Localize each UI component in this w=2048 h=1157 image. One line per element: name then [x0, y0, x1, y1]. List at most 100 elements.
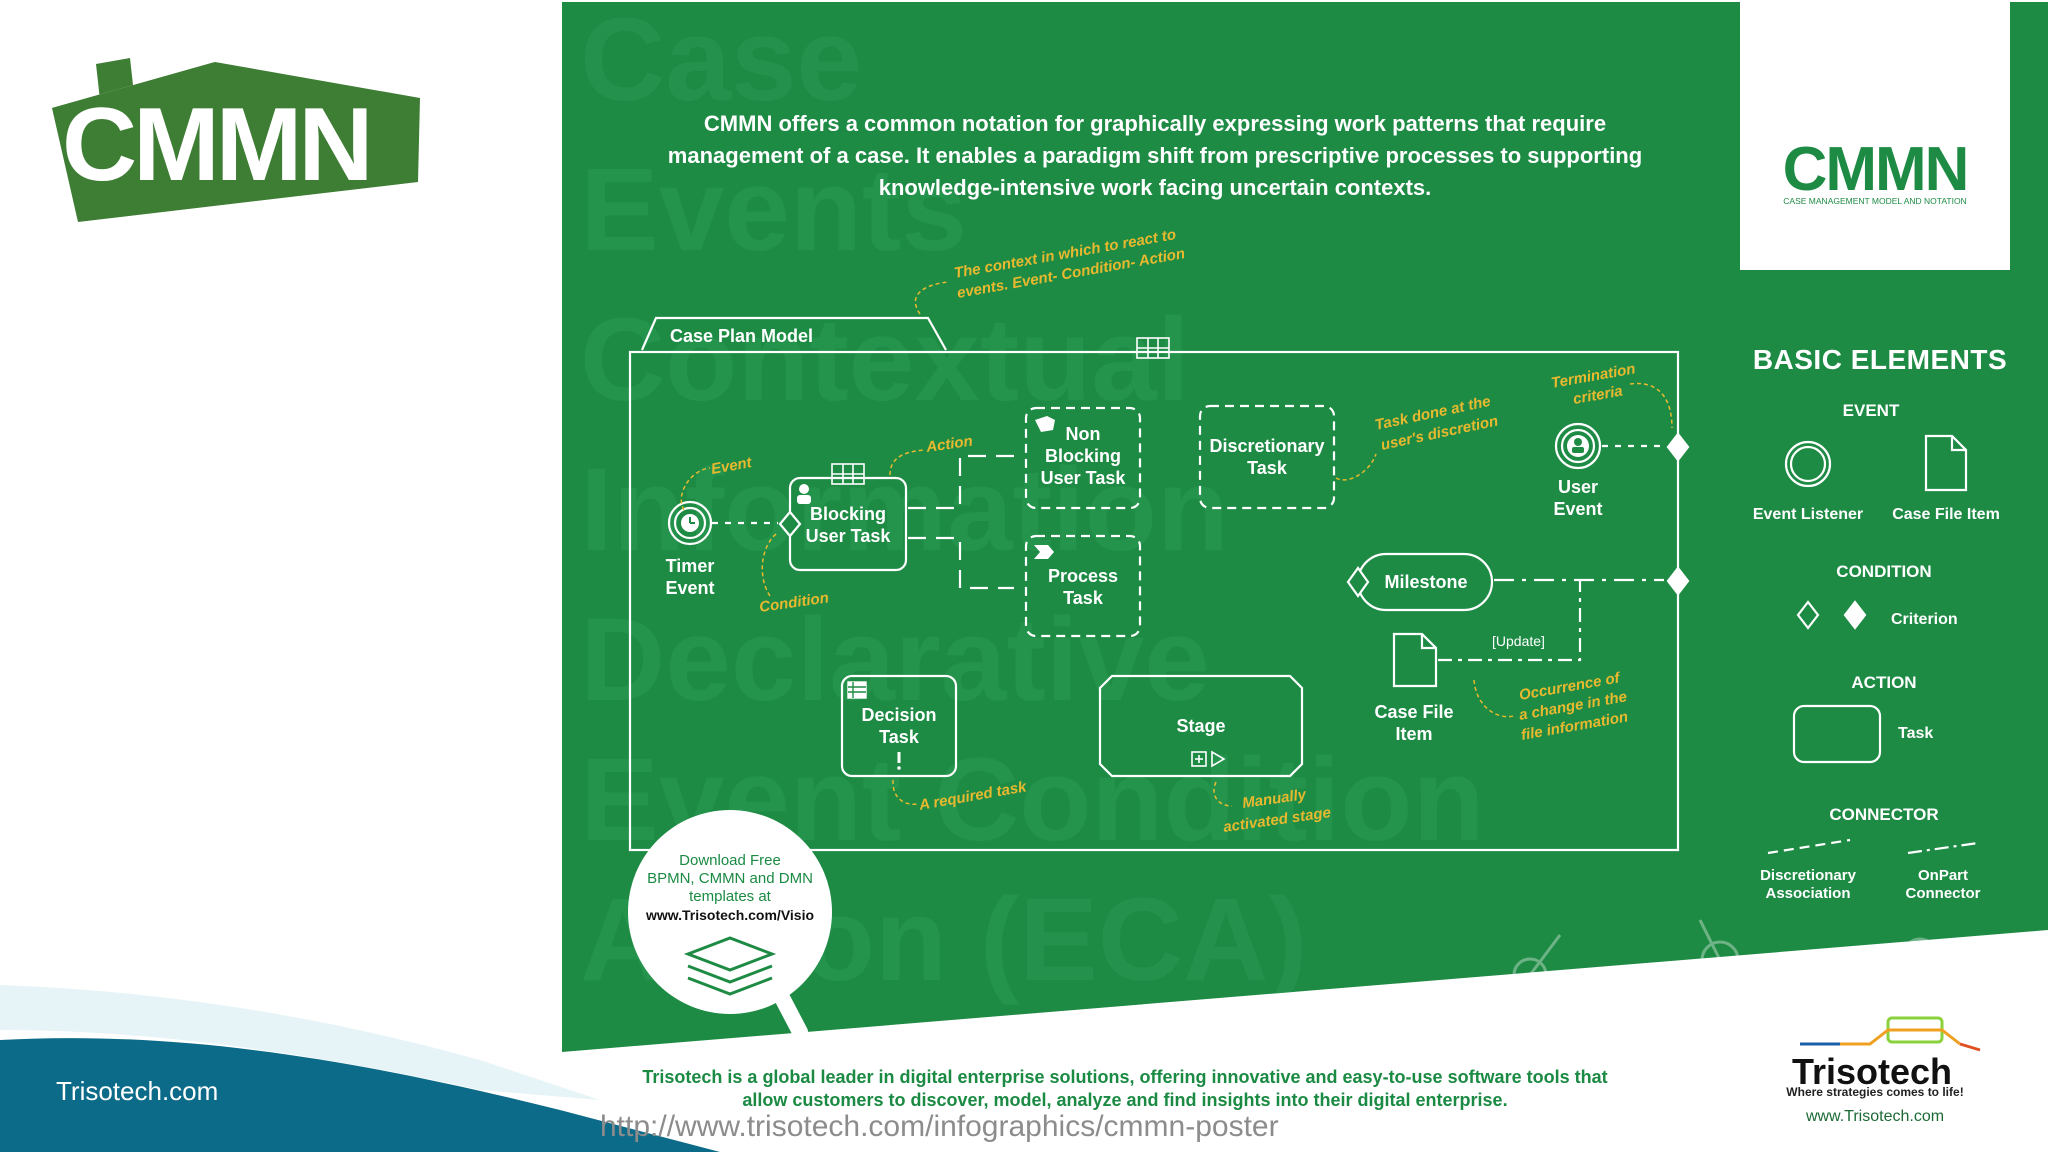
process-icon	[1034, 545, 1054, 559]
onpart-connector	[1438, 580, 1582, 662]
non-blocking-user-task: Non Blocking User Task	[1024, 406, 1142, 510]
discretionary-association	[908, 454, 1014, 590]
download-text: Download Free BPMN, CMMN and DMN templat…	[630, 852, 830, 924]
logo-right-title: CMMN	[1783, 135, 1968, 204]
discretionary-association-label: Discretionary	[1760, 867, 1857, 884]
stage-label: Stage	[1176, 716, 1225, 736]
milestone-label: Milestone	[1384, 572, 1467, 592]
process-task-label: Process	[1048, 566, 1118, 586]
discretionary-association-label: Association	[1765, 885, 1850, 902]
task-icon	[1792, 704, 1882, 764]
event-listener-icon	[1789, 445, 1827, 483]
trisotech-logo: Trisotech	[1792, 1016, 1981, 1092]
blocking-user-task: Blocking User Task	[778, 463, 908, 572]
download-line: Download Free	[679, 852, 781, 869]
expand-icon	[1191, 751, 1207, 767]
trisotech-logo-text: Trisotech	[1792, 1051, 1952, 1092]
connector-heading: CONNECTOR	[1829, 805, 1938, 824]
case-file-item-icon	[1924, 434, 1968, 492]
exit-criterion	[1666, 566, 1690, 596]
update-label: [Update]	[1492, 633, 1545, 649]
exit-criterion	[1666, 432, 1690, 462]
blocking-user-task-label: User Task	[806, 526, 892, 546]
exit-criterion-icon	[1843, 600, 1867, 630]
watermark-line: Contextual	[580, 294, 1190, 426]
manual-activation-icon	[1211, 750, 1226, 768]
process-task-label: Task	[1063, 588, 1104, 608]
planning-table-icon	[1136, 337, 1170, 359]
case-plan-diagram: Case Plan Model Timer Event	[628, 316, 1690, 852]
download-link[interactable]: www.Trisotech.com/Visio	[645, 907, 815, 923]
layers-icon	[683, 936, 777, 996]
case-file-item-label: Item	[1395, 724, 1432, 744]
logo-left-text: CMMN	[62, 87, 369, 203]
cmmn-logo-left: CMMN	[52, 58, 420, 222]
stage: Stage	[1098, 674, 1304, 778]
case-plan-model-tab	[640, 316, 947, 351]
non-blocking-label: Non	[1066, 424, 1101, 444]
watermark-line: Information	[580, 444, 1229, 576]
timer-event-label: Timer	[666, 556, 715, 576]
trisotech-site-link[interactable]: www.Trisotech.com	[1805, 1108, 1945, 1125]
case-file-item-label: Case File	[1374, 702, 1453, 722]
basic-elements-title: BASIC ELEMENTS	[1752, 344, 2008, 375]
timer-event: Timer Event	[665, 500, 715, 598]
blocking-user-task-label: Blocking	[810, 504, 886, 524]
cmmn-logo-right: CMMN CASE MANAGEMENT MODEL AND NOTATION	[1740, 2, 2010, 270]
action-heading: ACTION	[1851, 673, 1916, 692]
discretionary-association-icon	[1767, 838, 1851, 855]
trisotech-tagline: Where strategies comes to life!	[1786, 1085, 1964, 1099]
decision-table-icon	[847, 681, 867, 699]
case-file-item-label: Case File Item	[1892, 506, 2000, 523]
discretionary-task-label: Discretionary	[1209, 436, 1324, 456]
logo-right-subtitle: CASE MANAGEMENT MODEL AND NOTATION	[1783, 196, 1966, 206]
source-url[interactable]: http://www.trisotech.com/infographics/cm…	[600, 1110, 1279, 1143]
case-plan-model-label: Case Plan Model	[670, 326, 813, 346]
process-task: Process Task	[1024, 534, 1142, 638]
decision-task-label: Decision	[861, 705, 936, 725]
green-panel	[562, 2, 2048, 1052]
entry-criterion-icon	[1796, 600, 1820, 630]
watermark-line: Declarative	[580, 594, 1210, 726]
annotation-action: Action	[924, 433, 974, 456]
company-description: Trisotech is a global leader in digital …	[642, 1067, 1608, 1110]
intro-text: CMMN offers a common notation for graphi…	[667, 111, 1643, 200]
task-label: Task	[1898, 725, 1933, 742]
download-badge	[628, 810, 832, 1040]
network-decoration	[1266, 919, 2042, 1054]
milestone: Milestone	[1346, 552, 1494, 612]
case-plan-model-frame	[628, 350, 1680, 852]
criterion-label: Criterion	[1891, 611, 1958, 628]
discretionary-task-label: Task	[1247, 458, 1288, 478]
basic-elements-labels: EVENT Event Listener Case File Item COND…	[1753, 401, 2000, 902]
event-listener-label: Event Listener	[1753, 506, 1863, 523]
condition-heading: CONDITION	[1836, 562, 1931, 581]
user-event: User Event	[1553, 422, 1603, 519]
planning-table-icon	[831, 463, 865, 485]
case-file-item: Case File Item	[1374, 632, 1454, 744]
user-icon	[797, 484, 811, 504]
left-site-link[interactable]: Trisotech.com	[56, 1076, 219, 1106]
watermark-line: Events	[580, 144, 967, 276]
non-blocking-label: Blocking	[1045, 446, 1121, 466]
decision-task-label: Task	[879, 727, 920, 747]
onpart-connector-label: Connector	[1906, 885, 1981, 902]
event-heading: EVENT	[1843, 401, 1900, 420]
basic-elements-icons	[1767, 434, 1979, 855]
event-listener-icon	[1784, 440, 1832, 488]
user-event-label: Event	[1553, 499, 1602, 519]
teal-wave	[0, 985, 720, 1152]
non-blocking-label: User Task	[1041, 468, 1127, 488]
decision-task: Decision Task	[840, 674, 958, 778]
onpart-connector-label: OnPart	[1918, 867, 1968, 884]
download-line: templates at	[689, 888, 771, 905]
hand-icon	[1035, 416, 1055, 432]
onpart-connector-icon	[1907, 841, 1979, 855]
user-event-label: User	[1558, 477, 1598, 497]
discretionary-task: Discretionary Task	[1198, 404, 1336, 510]
download-line: BPMN, CMMN and DMN	[647, 870, 813, 887]
timer-event-label: Event	[665, 578, 714, 598]
watermark-line: Case	[580, 0, 862, 126]
